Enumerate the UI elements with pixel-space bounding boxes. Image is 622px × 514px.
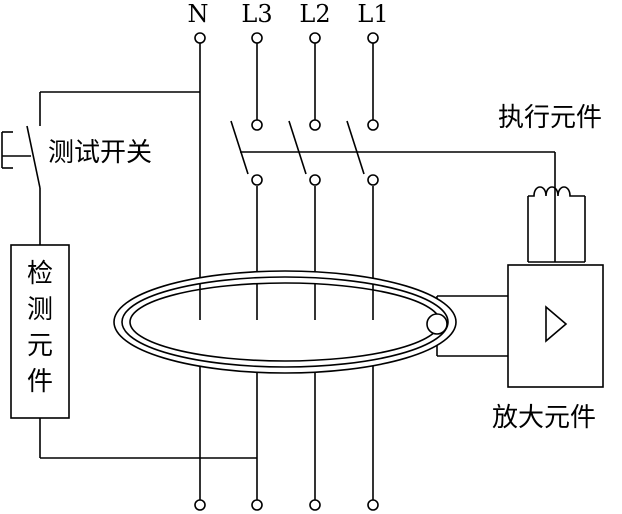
detector-label-char-2: 测 [27,295,53,325]
terminal-label-l3: L3 [241,0,272,28]
terminal-label-l1: L1 [357,0,388,28]
switch-contact-l1-upper [367,119,379,131]
actuator-coil [527,186,586,263]
switch-contact-l2-lower [309,174,321,186]
switch-contact-l1-lower [367,174,379,186]
amplifier-label: 放大元件 [492,403,596,433]
terminal-label-n: N [188,0,209,28]
detector-label-char-4: 件 [27,367,53,397]
terminal-l3-top [251,32,263,44]
terminal-l1-top [367,32,379,44]
test-switch-label: 测试开关 [48,138,152,168]
amplifier-box [507,264,604,388]
switch-linkage [240,151,556,262]
actuator-label: 执行元件 [498,103,602,133]
test-switch-circuit [1,91,200,245]
terminal-n-bottom [194,499,206,511]
terminal-l2-bottom [309,499,321,511]
terminal-label-l2: L2 [299,0,330,28]
terminal-l3-bottom [251,499,263,511]
switch-contact-l3-upper [251,119,263,131]
detector-return-wire [39,418,257,459]
terminal-l2-top [309,32,321,44]
toroid-current-transformer [113,270,457,374]
switch-contact-l3-lower [251,174,263,186]
terminal-n-top [194,32,206,44]
detector-label-char-1: 检 [27,259,53,289]
detector-label-char-3: 元 [27,331,53,361]
terminal-l1-bottom [367,499,379,511]
switch-contact-l2-upper [309,119,321,131]
phase-line-l1 [346,43,374,500]
